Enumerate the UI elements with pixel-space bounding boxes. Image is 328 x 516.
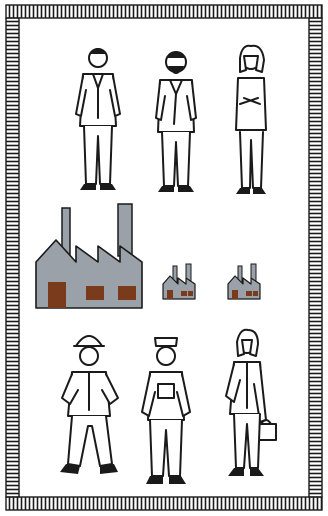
female-worker-with-toolbox-icon <box>226 330 276 476</box>
small-factory-icon <box>228 264 260 299</box>
bearded-businessman-icon <box>156 51 196 192</box>
hardhat-worker-icon <box>60 336 118 474</box>
businesswoman-icon <box>236 46 266 194</box>
small-factory-icon <box>163 264 195 299</box>
large-factory-icon <box>36 204 142 308</box>
businessman-icon <box>76 48 120 190</box>
mechanic-in-overalls-icon <box>142 338 190 484</box>
